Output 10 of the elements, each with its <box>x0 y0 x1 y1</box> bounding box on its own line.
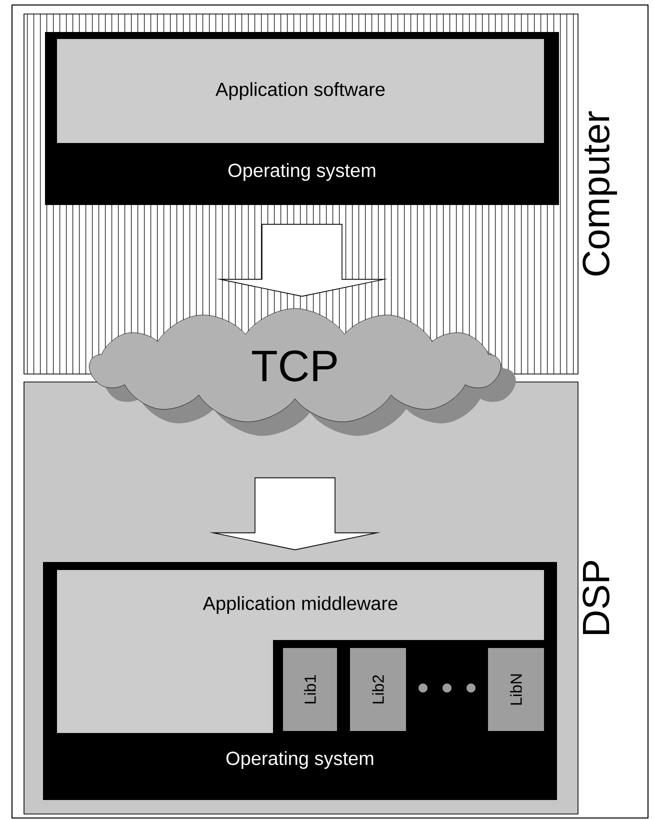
app-box: Application software <box>57 39 544 143</box>
block-arrow <box>216 224 388 297</box>
library-box: Lib1 <box>283 648 337 731</box>
node-label: DSP <box>582 560 610 634</box>
library-box: Lib2 <box>350 648 406 731</box>
library-box: LibN <box>488 648 544 731</box>
node-label: Operating system <box>228 163 376 181</box>
tcp-cloud: TCP <box>88 308 516 436</box>
block-arrow <box>209 477 381 550</box>
node-label: Computer <box>582 111 618 276</box>
